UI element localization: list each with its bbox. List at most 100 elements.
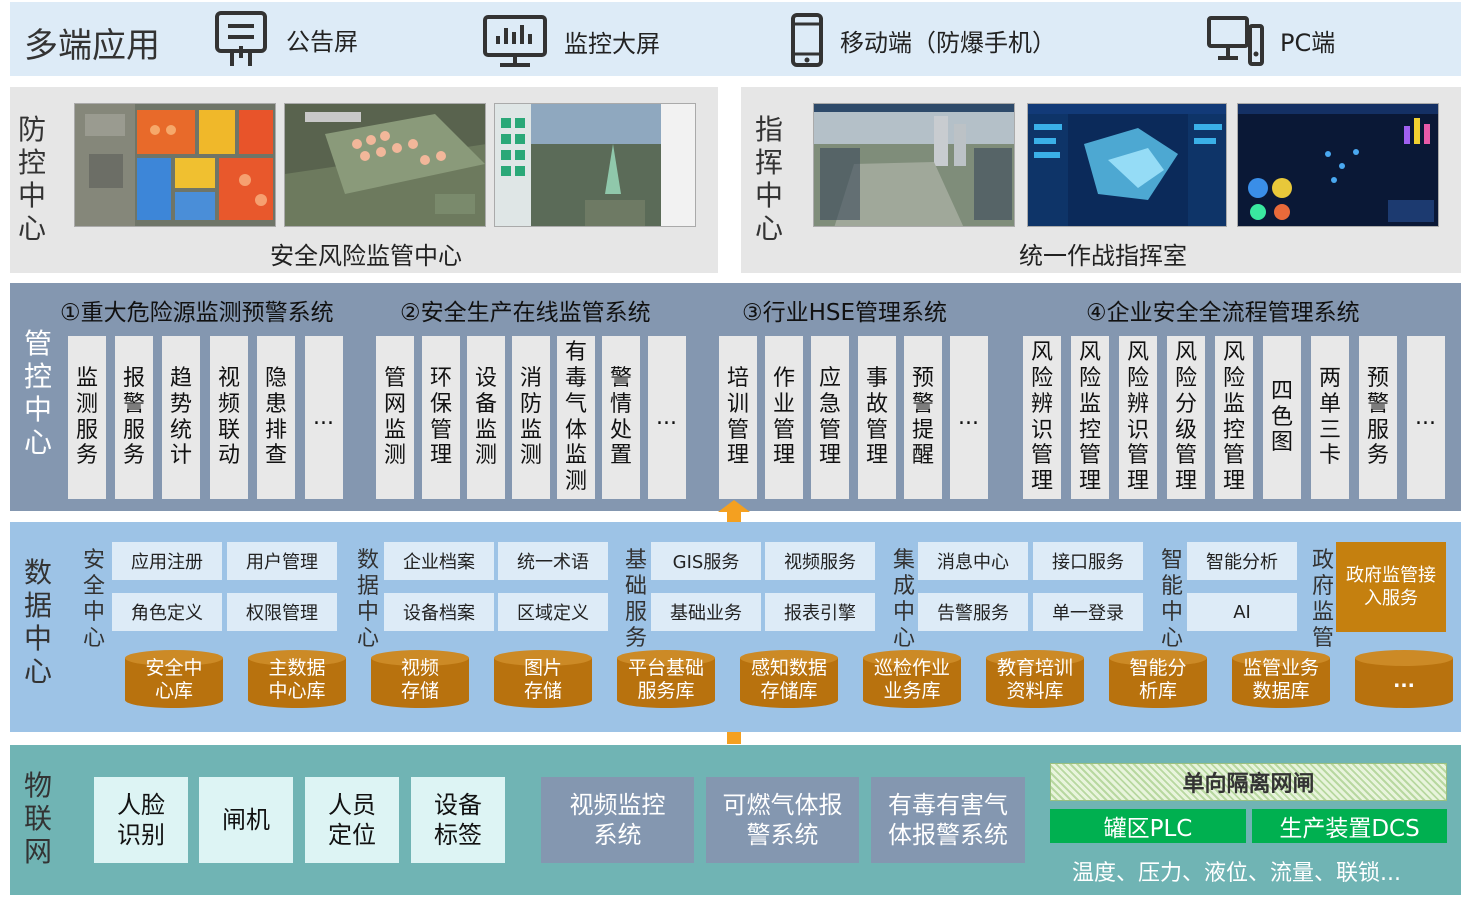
database-cylinder: 主数据中心库 [248,650,346,708]
database-cylinder: 安全中心库 [125,650,223,708]
apps-title: 多端应用 [24,26,160,66]
pc-icon [1207,16,1264,66]
data-center: 数据中心 安全中心 数据中心 基础服务 集成中心 智能中心 政府监管 应用注册 … [10,522,1461,732]
module-card[interactable]: 四色图 [1263,336,1301,499]
service-box[interactable]: 基础业务 [651,593,761,631]
module-card-more[interactable]: ... [648,336,686,499]
app-pc: PC端 [1206,14,1335,66]
service-box[interactable]: 统一术语 [498,542,608,580]
module-card[interactable]: 管网监测 [376,336,414,499]
module-card[interactable]: 风险分级管理 [1167,336,1205,499]
monitor-chart-icon [483,15,547,67]
module-card-more[interactable]: ... [1407,336,1445,499]
service-box[interactable]: 企业档案 [384,542,494,580]
service-box[interactable]: 区域定义 [498,593,608,631]
database-cylinder: 监管业务数据库 [1232,650,1330,708]
service-box[interactable]: 应用注册 [112,542,222,580]
command-center-panel: 指挥中心 [741,87,1461,273]
database-cylinder-more: ... [1355,650,1453,708]
module-card-more[interactable]: ... [950,336,988,499]
service-box[interactable]: 智能分析 [1187,542,1297,580]
module-card[interactable]: 应急管理 [811,336,849,499]
device-face-recognition[interactable]: 人脸识别 [94,777,188,863]
command-center-caption: 统一作战指挥室 [1019,242,1187,270]
screenshot-analytics-dashboard [1237,103,1439,227]
device-personnel-positioning[interactable]: 人员定位 [305,777,399,863]
database-cylinder: 视频存储 [371,650,469,708]
app-label: PC端 [1280,28,1336,57]
device-equipment-tag[interactable]: 设备标签 [411,777,505,863]
system-title-hazard-monitoring: ①重大危险源监测预警系统 [60,300,334,326]
module-card[interactable]: 视频联动 [210,336,248,499]
database-cylinder: 图片存储 [494,650,592,708]
module-card[interactable]: 预警服务 [1359,336,1397,499]
group-label-basic-services: 基础服务 [625,548,648,651]
module-card[interactable]: 两单三卡 [1311,336,1349,499]
module-card[interactable]: 培训管理 [719,336,757,499]
database-cylinder: 巡检作业业务库 [863,650,961,708]
module-card-more[interactable]: ... [305,336,343,499]
app-label: 公告屏 [286,27,358,56]
module-card[interactable]: 报警服务 [115,336,153,499]
apps-banner: 多端应用 公告屏 监控大屏 [10,2,1461,76]
service-box[interactable]: 角色定义 [112,593,222,631]
module-card[interactable]: 监测服务 [68,336,106,499]
group-label-government: 政府监管 [1312,548,1335,651]
module-card[interactable]: 风险辨识管理 [1023,336,1061,499]
module-card[interactable]: 作业管理 [765,336,803,499]
system-toxic-gas-alarm[interactable]: 有毒有害气体报警系统 [871,777,1025,863]
management-center-label: 管控中心 [24,327,53,460]
group-label-security: 安全中心 [83,548,106,651]
module-card[interactable]: 警情处置 [602,336,640,499]
module-card[interactable]: 趋势统计 [162,336,200,499]
app-monitor-screen: 监控大屏 [482,14,660,68]
system-title-enterprise-safety-flow: ④企业安全全流程管理系统 [1086,300,1360,326]
database-cylinder: 智能分析库 [1109,650,1207,708]
management-center: 管控中心 ①重大危险源监测预警系统 ②安全生产在线监管系统 ③行业HSE管理系统… [10,283,1461,511]
group-label-data: 数据中心 [357,548,380,651]
iot-label: 物联网 [24,769,53,869]
screenshot-city-aerial-view [813,103,1015,227]
group-label-intelligence: 智能中心 [1161,548,1184,651]
system-video-monitoring[interactable]: 视频监控系统 [541,777,694,863]
one-way-isolation-gateway[interactable]: 单向隔离网闸 [1050,763,1447,801]
screenshot-gis-dashboard [494,103,696,227]
service-box[interactable]: 用户管理 [227,542,337,580]
device-gate[interactable]: 闸机 [199,777,293,863]
service-box[interactable]: 接口服务 [1033,542,1143,580]
service-box[interactable]: 消息中心 [918,542,1028,580]
service-box[interactable]: GIS服务 [651,542,761,580]
module-card[interactable]: 设备监测 [467,336,505,499]
service-box[interactable]: 视频服务 [765,542,875,580]
mobile-phone-icon [791,13,823,67]
announcement-screen-icon [215,11,267,66]
defense-center-panel: 防控中心 [10,87,718,273]
system-title-online-supervision: ②安全生产在线监管系统 [400,300,651,326]
screenshot-site-zoning-map [74,103,276,227]
service-box[interactable]: AI [1187,593,1297,631]
module-card[interactable]: 隐患排查 [257,336,295,499]
defense-center-label: 防控中心 [18,113,47,246]
module-card[interactable]: 有毒气体监测 [557,336,595,499]
module-card[interactable]: 风险监控管理 [1071,336,1109,499]
database-cylinder: 教育培训资料库 [986,650,1084,708]
arrow-up-icon [718,500,750,524]
module-card[interactable]: 风险监控管理 [1215,336,1253,499]
service-box[interactable]: 设备档案 [384,593,494,631]
module-card[interactable]: 环保管理 [422,336,460,499]
module-card[interactable]: 事故管理 [858,336,896,499]
service-box[interactable]: 单一登录 [1033,593,1143,631]
module-card[interactable]: 消防监测 [512,336,550,499]
module-card[interactable]: 风险辨识管理 [1119,336,1157,499]
production-dcs[interactable]: 生产装置DCS [1252,809,1447,843]
data-center-label: 数据中心 [24,556,53,689]
service-box[interactable]: 报表引擎 [765,593,875,631]
screenshot-3d-plant-model [284,103,486,227]
system-combustible-gas-alarm[interactable]: 可燃气体报警系统 [706,777,859,863]
module-card[interactable]: 预警提醒 [904,336,942,499]
tank-area-plc[interactable]: 罐区PLC [1050,809,1246,843]
command-center-label: 指挥中心 [755,113,784,246]
service-box[interactable]: 告警服务 [918,593,1028,631]
government-access-service[interactable]: 政府监管接入服务 [1336,542,1446,632]
service-box[interactable]: 权限管理 [227,593,337,631]
